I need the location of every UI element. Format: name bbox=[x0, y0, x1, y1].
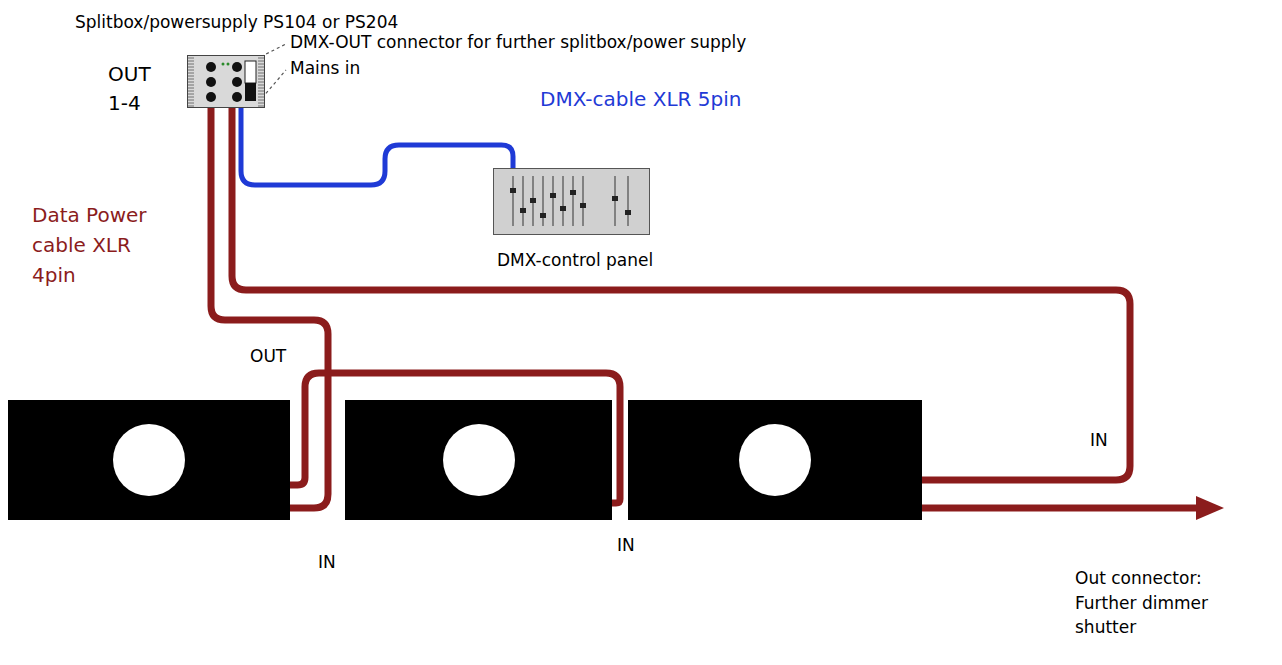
dimmer-shutter: OUTIN bbox=[8, 400, 290, 520]
cable-label: DMX-cable XLR 5pin bbox=[540, 84, 742, 114]
dimmer-shutter: IN bbox=[345, 400, 612, 520]
cable-label: Data Power cable XLR 4pin bbox=[32, 200, 157, 290]
out-cable bbox=[922, 505, 1200, 512]
splitbox-device bbox=[187, 55, 265, 108]
device-label: DMX-control panel bbox=[497, 248, 653, 273]
arrow-head bbox=[1196, 496, 1224, 520]
annotation-label: Mains in bbox=[290, 56, 360, 81]
control-panel: DMX-control panel bbox=[493, 168, 650, 235]
control-panel-device bbox=[493, 168, 650, 235]
lens-circle bbox=[739, 424, 811, 496]
dmx-cable bbox=[241, 108, 513, 185]
dimmer-shutter: IN bbox=[628, 400, 922, 520]
lens-circle bbox=[113, 424, 185, 496]
lens-circle bbox=[443, 424, 515, 496]
port-label: IN bbox=[1090, 428, 1108, 453]
annotation-label: DMX-OUT connector for further splitbox/p… bbox=[290, 30, 746, 55]
port-label: IN bbox=[318, 550, 336, 575]
port-label: IN bbox=[617, 533, 635, 558]
annotation-label: OUT 1-4 bbox=[108, 60, 166, 118]
splitbox: Splitbox/powersupply PS104 or PS204 bbox=[187, 55, 265, 108]
annotation-label: Out connector: Further dimmer shutter bbox=[1075, 566, 1245, 640]
port-label: OUT bbox=[250, 344, 286, 369]
leader-line bbox=[262, 70, 286, 98]
device-label: Splitbox/powersupply PS104 or PS204 bbox=[75, 10, 398, 35]
